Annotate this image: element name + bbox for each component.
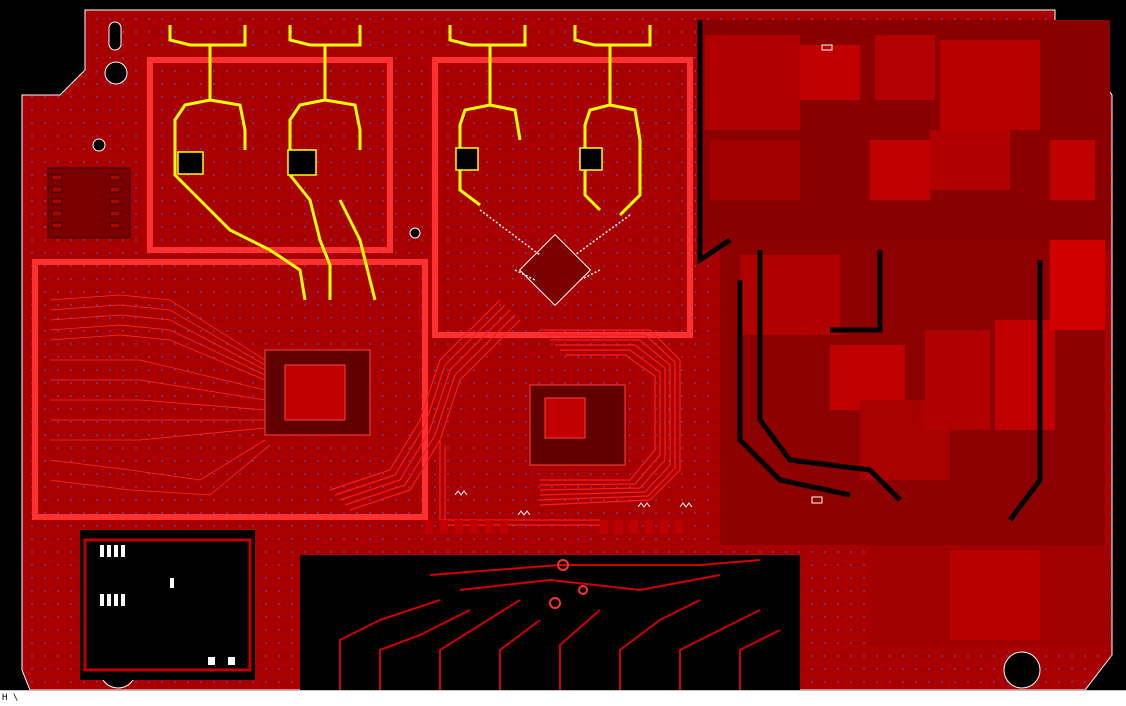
status-text: H \ <box>2 693 19 703</box>
left-pin-array <box>47 167 131 239</box>
highlighted-rf-net-center <box>448 25 652 217</box>
power-trace-channels <box>697 20 1043 522</box>
left-trace-region <box>49 294 271 496</box>
lower-left-components <box>80 530 255 680</box>
component-markers <box>454 44 833 516</box>
pcb-layout-canvas[interactable] <box>0 0 1126 690</box>
left-bga-processor <box>264 349 371 436</box>
status-bar: H \ <box>0 690 1126 706</box>
rf-switch-chip <box>479 209 631 307</box>
rf-components <box>177 147 603 176</box>
center-bga-processor <box>529 384 626 466</box>
bottom-connector-section <box>300 520 800 690</box>
